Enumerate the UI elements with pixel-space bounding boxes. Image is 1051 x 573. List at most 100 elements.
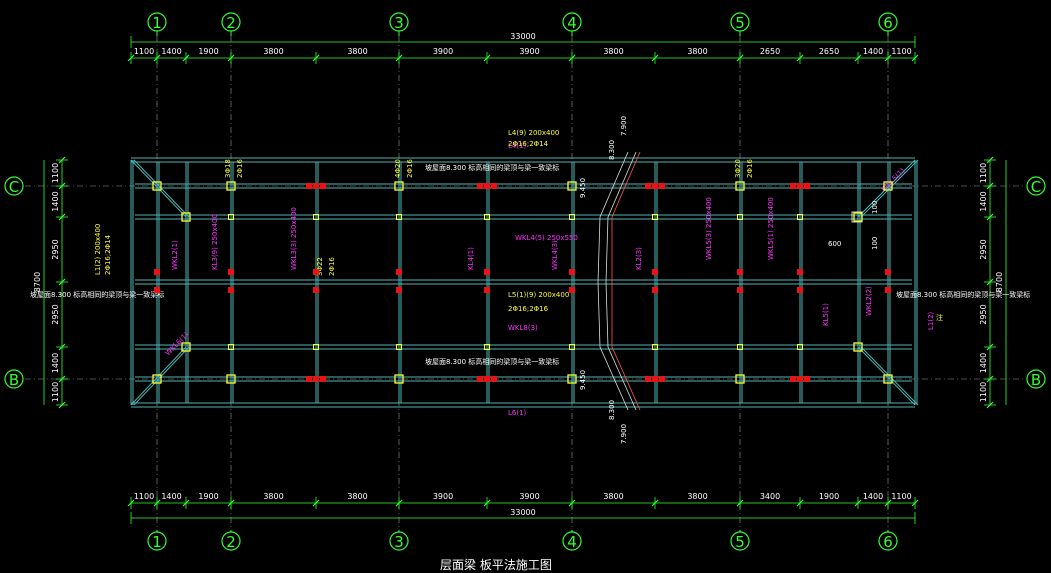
right-dim-label: 2950	[979, 239, 988, 259]
right-total-dim: 8700	[995, 272, 1004, 292]
bottom-dim-label: 1400	[161, 492, 181, 501]
grid-bubble-4-bottom: 4	[562, 530, 582, 551]
bottom-dim-label: 1900	[198, 492, 218, 501]
top-dim-label: 1400	[863, 47, 883, 56]
bottom-dim-label: 1900	[819, 492, 839, 501]
column-red	[306, 376, 312, 382]
top-dim-slash	[483, 54, 491, 62]
column-marker	[883, 181, 893, 191]
beam-label-magenta: WKL4(3)	[551, 240, 559, 270]
column-marker-small	[484, 344, 490, 350]
left-dim-slash	[58, 343, 66, 351]
left-dim-label: 1100	[51, 382, 60, 402]
column-red	[154, 287, 160, 293]
beam-label-yellow: 2Φ16;2Φ14	[508, 140, 549, 148]
svg-text:5: 5	[735, 14, 745, 32]
top-dim-slash	[227, 54, 235, 62]
note-mid: 坡屋面8.300 标高相同的梁顶与梁一致梁标	[425, 357, 559, 366]
column-red	[790, 183, 796, 189]
top-dim-slash	[854, 54, 862, 62]
svg-text:3: 3	[394, 14, 404, 32]
beam-label-yellow: 2Φ16	[328, 257, 336, 276]
grid-bubble-C-right: C	[1026, 176, 1046, 196]
column-marker-small	[228, 344, 234, 350]
column-red	[313, 287, 319, 293]
bottom-dim-slash	[796, 499, 804, 507]
column-marker-small	[652, 344, 658, 350]
beam-label-magenta: WKL4(5) 250x550	[515, 234, 578, 242]
bottom-dim-label: 1100	[891, 492, 911, 501]
beam-label-yellow: 2Φ16;2Φ16	[508, 305, 549, 313]
note-marker: 注	[936, 313, 943, 322]
column-red	[396, 269, 402, 275]
column-marker	[394, 181, 404, 191]
small-dim: 100	[871, 237, 879, 250]
top-dim-slash	[568, 54, 576, 62]
bottom-dim-slash	[153, 499, 161, 507]
bottom-dim-label: 1400	[863, 492, 883, 501]
right-dim-slash	[986, 182, 994, 190]
svg-text:B: B	[1031, 371, 1041, 389]
top-dim-label: 3800	[347, 47, 367, 56]
column-marker-small	[396, 214, 402, 220]
column-marker-small	[484, 214, 490, 220]
svg-text:2: 2	[226, 14, 236, 32]
beam-label-yellow: L5(1)(9) 200x400	[508, 291, 569, 299]
svg-text:2: 2	[226, 533, 236, 551]
beam-label-yellow: 2Φ16	[406, 159, 414, 178]
column-red	[885, 269, 891, 275]
svg-text:4: 4	[567, 14, 577, 32]
top-dim-slash	[312, 54, 320, 62]
bottom-dim-label: 3800	[603, 492, 623, 501]
elevation-label: 9.450	[579, 370, 587, 390]
svg-text:6: 6	[883, 533, 893, 551]
bottom-dim-slash	[227, 499, 235, 507]
left-dim-slash	[58, 182, 66, 190]
beam-outlines	[130, 151, 919, 411]
note-right: 坡屋面8.300 标高相同的梁顶与梁一致梁标	[896, 290, 1030, 299]
left-dim-label: 1400	[51, 191, 60, 211]
grid-bubble-1-top: 1	[147, 12, 167, 36]
beam-label-yellow: 3Φ20	[734, 159, 742, 178]
bottom-dim-slash	[127, 499, 135, 507]
bottom-dim-label: 3900	[433, 492, 453, 501]
beam-label-yellow: L4(9) 200x400	[508, 129, 559, 137]
beam-label-magenta: L1(2)	[927, 311, 935, 330]
column-red	[737, 287, 743, 293]
column-marker-small	[228, 214, 234, 220]
left-dim-label: 1100	[51, 163, 60, 183]
beam-label-magenta: WKL2(2)	[865, 286, 873, 316]
grid-bubble-B-left: B	[4, 369, 24, 389]
beam-label-magenta: KL3(9) 250x400	[211, 214, 219, 270]
ridge-line-red	[611, 151, 641, 411]
right-dim-slash	[986, 401, 994, 409]
grid-bubble-B-right: B	[1026, 369, 1046, 389]
elevation-label: 8.300	[608, 140, 616, 160]
note-top: 坡屋面8.300 标高相同的梁顶与梁一致梁标	[425, 163, 559, 172]
top-dim-slash	[182, 54, 190, 62]
grid-bubble-2-bottom: 2	[221, 530, 241, 551]
column-red	[313, 376, 319, 382]
left-dim-slash	[58, 156, 66, 164]
top-dim-label: 3800	[603, 47, 623, 56]
elevation-label: 7.900	[620, 116, 628, 136]
column-marker	[226, 181, 236, 191]
bottom-dim-slash	[568, 499, 576, 507]
svg-text:C: C	[1031, 178, 1041, 196]
column-marker	[567, 181, 577, 191]
right-dim-slash	[986, 278, 994, 286]
right-dim-label: 1100	[979, 382, 988, 402]
grid-bubble-1-bottom: 1	[147, 530, 167, 551]
right-dim-slash	[986, 375, 994, 383]
column-marker	[735, 374, 745, 384]
column-red	[491, 376, 497, 382]
grid-bubble-4-top: 4	[562, 12, 582, 36]
small-dim: 600	[828, 240, 841, 248]
left-dim-slash	[58, 401, 66, 409]
right-dim-label: 2950	[979, 304, 988, 324]
beam-label-magenta: WKL5(1) 250x400	[767, 197, 775, 260]
column-red	[797, 269, 803, 275]
top-overall-dim: 33000	[510, 32, 535, 41]
